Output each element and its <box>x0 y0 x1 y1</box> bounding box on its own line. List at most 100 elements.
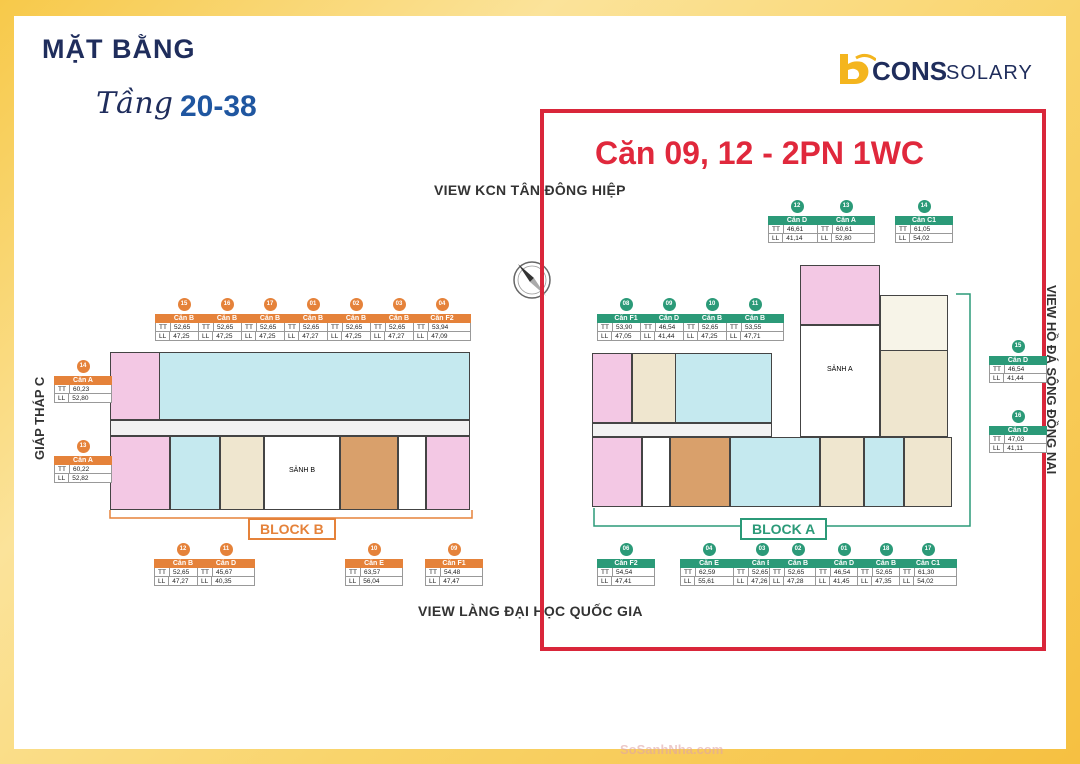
unit-type: Căn B <box>370 314 428 323</box>
unit-a09-room <box>632 353 676 423</box>
block-a-corridor <box>592 423 772 437</box>
unit-number-badge: 16 <box>220 298 234 311</box>
lobby-a-label: SẢNH A <box>827 366 853 373</box>
block-b-corridor <box>110 420 470 436</box>
unit-tt-value: 60,23 <box>68 385 111 393</box>
unit-tt-value: 60,22 <box>68 465 111 473</box>
unit-ll-value: 47,25 <box>255 332 298 340</box>
unit-tt-value: 52,65 <box>697 323 740 331</box>
page-title: MẶT BẰNG <box>42 34 196 64</box>
unit-type: Căn B <box>769 559 827 568</box>
unit-ll-value: 52,80 <box>68 394 111 402</box>
unit-a12-a13-rooms <box>800 265 880 325</box>
unit-number-badge: 09 <box>662 298 676 311</box>
unit-number-badge: 10 <box>367 543 381 556</box>
unit-type: Căn D <box>989 426 1047 435</box>
unit-number-badge: 06 <box>619 543 633 556</box>
view-left-label: GIÁP THÁP C <box>32 376 47 460</box>
unit-ll-value: 55,61 <box>694 577 737 585</box>
unit-number-badge: 15 <box>177 298 191 311</box>
unit-type: Căn F1 <box>597 314 655 323</box>
unit-number-badge: 11 <box>748 298 762 311</box>
unit-number-badge: 16 <box>1011 410 1025 423</box>
unit-tt-value: 53,55 <box>740 323 783 331</box>
unit-type: Căn F1 <box>425 559 483 568</box>
unit-type: Căn B <box>726 314 784 323</box>
unit-tt-value: 61,30 <box>913 568 956 576</box>
block-a-bracket <box>593 293 971 527</box>
unit-type: Căn B <box>327 314 385 323</box>
logo-text-solary: SOLARY <box>946 62 1033 84</box>
unit-tt-value: 54,54 <box>611 568 654 576</box>
unit-type: Căn B <box>241 314 299 323</box>
unit-tt-value: 46,54 <box>654 323 697 331</box>
unit-tt-value: 45,67 <box>211 568 254 576</box>
unit-ll-value: 47,27 <box>298 332 341 340</box>
unit-type: Căn B <box>154 559 212 568</box>
unit-ll-value: 47,25 <box>341 332 384 340</box>
unit-tt-value: 53,94 <box>427 323 470 331</box>
unit-number-badge: 04 <box>702 543 716 556</box>
unit-a17-room <box>904 437 952 507</box>
unit-type: Căn F2 <box>597 559 655 568</box>
unit-b14-room <box>110 352 160 420</box>
bcons-logo-icon <box>840 53 876 84</box>
unit-a01-room <box>820 437 864 507</box>
unit-ll-value: 56,04 <box>359 577 402 585</box>
unit-type: Căn D <box>640 314 698 323</box>
unit-type: Căn A <box>54 456 112 465</box>
unit-ll-value: 47,27 <box>168 577 211 585</box>
unit-tt-value: 52,65 <box>255 323 298 331</box>
unit-ll-value: 47,09 <box>427 332 470 340</box>
unit-number-badge: 13 <box>839 200 853 213</box>
unit-ll-value: 47,27 <box>384 332 427 340</box>
block-a-label: BLOCK A <box>740 518 828 540</box>
unit-ll-value: 47,35 <box>871 577 914 585</box>
watermark: SoSanhNha.com <box>620 742 724 757</box>
unit-number-badge: 04 <box>435 298 449 311</box>
unit-ll-value: 47,26 <box>747 577 790 585</box>
unit-number-badge: 02 <box>349 298 363 311</box>
unit-number-badge: 09 <box>447 543 461 556</box>
view-right-label: VIEW HỒ ĐÁ SÔNG ĐỒNG NAI <box>1044 285 1059 475</box>
unit-number-badge: 01 <box>306 298 320 311</box>
unit-number-badge: 01 <box>837 543 851 556</box>
unit-ll-value: 47,28 <box>783 577 826 585</box>
unit-tt-value: 46,54 <box>829 568 872 576</box>
unit-number-badge: 03 <box>755 543 769 556</box>
unit-type: Căn E <box>345 559 403 568</box>
unit-tt-value: 52,65 <box>747 568 790 576</box>
unit-tt-value: 61,05 <box>909 225 952 233</box>
unit-type: Căn D <box>768 216 826 225</box>
unit-tt-value: 62,59 <box>694 568 737 576</box>
unit-number-badge: 12 <box>790 200 804 213</box>
unit-tt-value: 52,65 <box>298 323 341 331</box>
